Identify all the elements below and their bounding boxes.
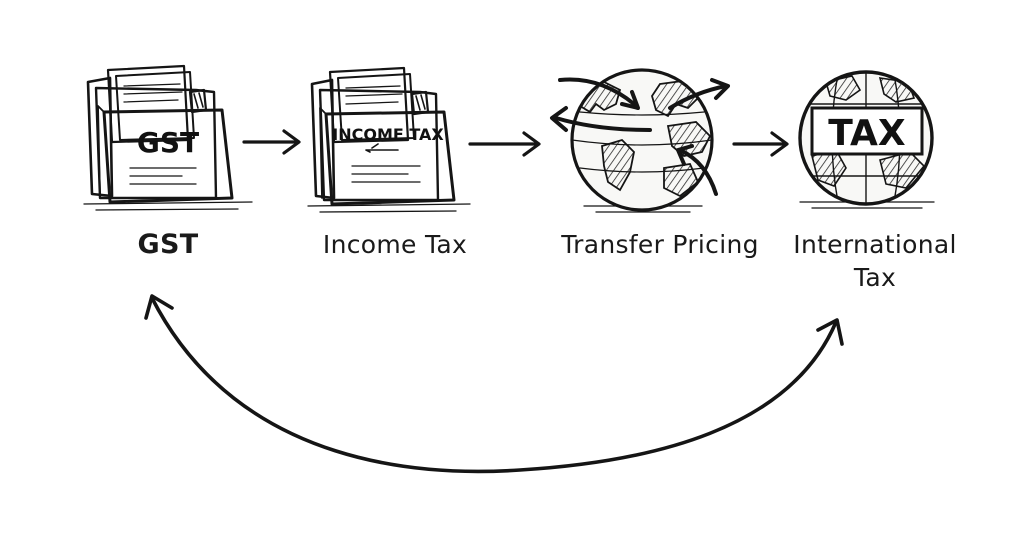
node-label-transfer-pricing: Transfer Pricing xyxy=(561,230,759,259)
income-tax-icon-text: INCOME TAX xyxy=(332,125,444,144)
arrow-income-tax-to-transfer-pricing xyxy=(468,131,541,157)
node-label-international-tax: International Tax xyxy=(780,228,970,294)
arrow-gst-to-income-tax xyxy=(242,129,301,155)
node-label-international-tax-line1: International xyxy=(793,230,957,259)
arrow-transfer-pricing-to-international-tax xyxy=(732,131,789,157)
gst-folder-icon: GST xyxy=(83,64,253,211)
globe-arrows-icon xyxy=(550,68,730,213)
income-tax-folder-icon: INCOME TAX xyxy=(307,66,471,213)
node-label-gst: GST xyxy=(137,229,199,260)
node-label-international-tax-line2: Tax xyxy=(853,263,897,292)
tax-globe-icon: TAX xyxy=(798,70,935,209)
curved-arrow-gst-international-tax xyxy=(144,294,844,474)
tax-icon-text: TAX xyxy=(828,113,906,154)
gst-icon-text: GST xyxy=(137,126,199,159)
node-label-income-tax: Income Tax xyxy=(322,230,468,259)
